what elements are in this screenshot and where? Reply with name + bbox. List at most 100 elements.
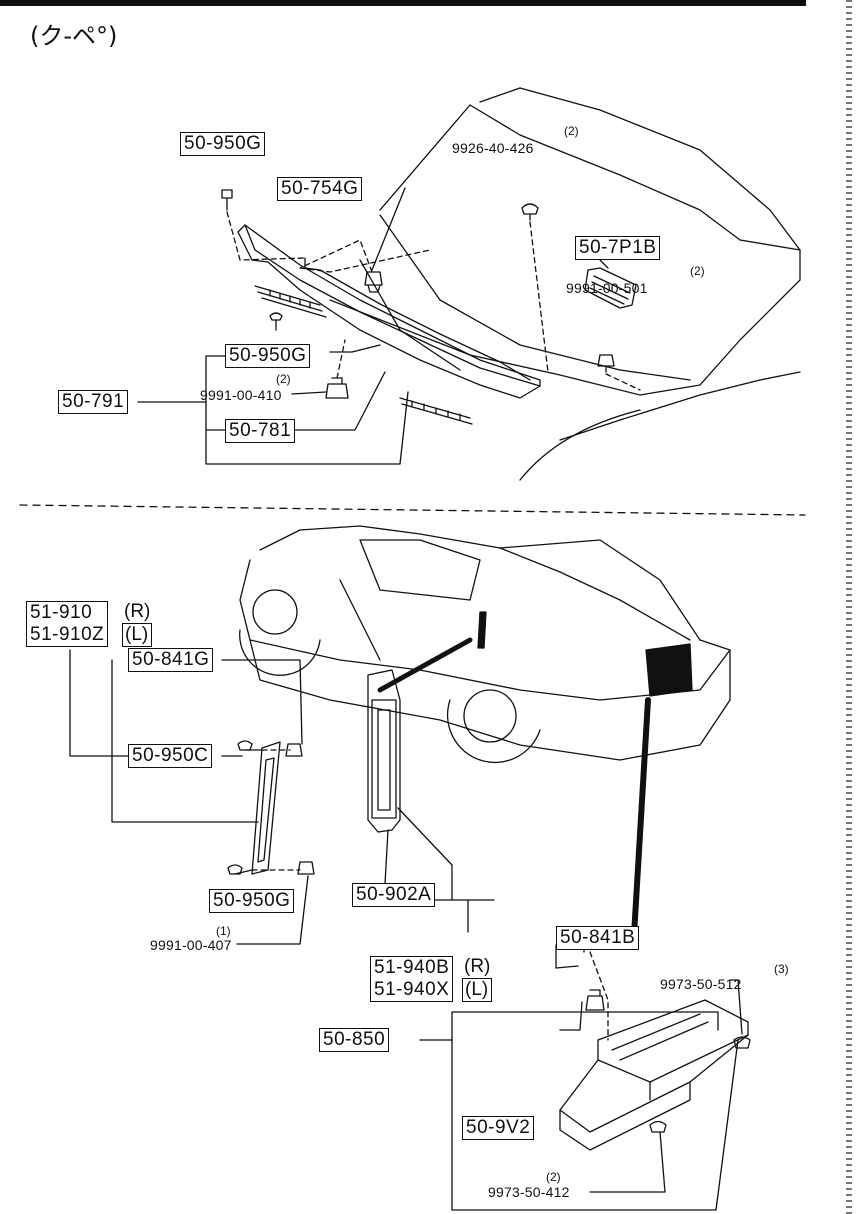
part-label-50-850: 50-850: [319, 1028, 390, 1052]
leader-50-950G-mid: [329, 344, 381, 353]
leader-9973-412: [589, 1131, 666, 1193]
bracket-51-940: [397, 807, 495, 933]
windshield-lower: [329, 279, 801, 396]
cowl-grille-right: [399, 397, 473, 425]
part-number-9991-00-407: 9991-00-407: [150, 937, 232, 953]
clip-50-950G-mid: [269, 312, 283, 331]
page-title: (ク-ペ°): [30, 22, 118, 50]
part-label-50-950G-bottom: 50-950G: [209, 889, 295, 913]
clip-9991-00-407: [297, 861, 315, 875]
qty-9991-00-407: (1): [216, 924, 231, 938]
dash-cowl-top: [299, 249, 431, 273]
leader-50-781: [286, 371, 386, 431]
part-label-50-841G: 50-841G: [128, 648, 214, 672]
clip-50-841G: [285, 743, 303, 757]
cowl-front-lip: [304, 257, 531, 381]
clip-50-754G: [364, 271, 383, 293]
part-50-902A: [367, 669, 401, 833]
dash-50-950G-top: [226, 211, 306, 261]
clip-9926-40-426: [521, 203, 539, 221]
leader-50-902A: [384, 829, 389, 885]
fender-line: [559, 371, 801, 441]
part-label-51-910: 51-910: [30, 602, 93, 623]
car-vent-left-shape: [477, 611, 487, 649]
part-label-51-910-group: 51-910 51-910Z: [26, 601, 109, 647]
nut-50-9V2: [585, 989, 605, 1011]
clip-50-950G-top: [221, 189, 233, 211]
part-label-50-781: 50-781: [225, 419, 296, 443]
car-wheel-rear-hub: [463, 689, 517, 743]
section-divider: [19, 504, 806, 516]
top-border: [0, 0, 806, 6]
fender-arc: [519, 409, 641, 481]
part-50-7P1B: [584, 267, 637, 309]
part-label-50-791: 50-791: [58, 390, 129, 414]
part-label-50-950C: 50-950C: [128, 744, 213, 768]
dash-9926: [529, 221, 549, 373]
screw-50-950C: [237, 740, 263, 751]
screw-50-950G-bottom: [227, 864, 253, 875]
part-label-50-902A: 50-902A: [352, 883, 436, 907]
car-roof: [259, 525, 561, 573]
hood-front: [359, 259, 461, 371]
car-vent-right-shape: [645, 643, 693, 697]
part-number-9973-50-412: 9973-50-412: [488, 1184, 570, 1200]
cowl-left-end: [237, 224, 301, 291]
nut-9991-00-410: [325, 377, 349, 399]
part-label-51-940-group: 51-940B 51-940X: [370, 956, 454, 1002]
part-number-9926-40-426: 9926-40-426: [452, 140, 534, 156]
hood-panel-line: [379, 214, 691, 381]
frame-50-850: [451, 1011, 739, 1211]
car-door-line: [339, 579, 381, 661]
part-number-9973-50-512: 9973-50-512: [660, 976, 742, 992]
cowl-lower: [299, 289, 541, 399]
qty-9991-00-410: (2): [276, 372, 291, 386]
screw-9973-50-412: [649, 1120, 667, 1133]
part-label-51-940X: 51-940X: [374, 979, 450, 1000]
bracket-50-841G: [111, 659, 303, 823]
windshield-side: [739, 239, 801, 281]
car-wheel-front-hub: [252, 589, 298, 635]
qty-9973-50-412: (2): [546, 1170, 561, 1184]
bracket-50-791: [137, 355, 409, 465]
qty-9926-40-426: (2): [564, 124, 579, 138]
hood-outline: [479, 87, 801, 251]
part-label-51-910Z: 51-910Z: [30, 624, 105, 645]
part-label-50-754G: 50-754G: [277, 177, 363, 201]
part-51-910-strip: [251, 741, 281, 875]
windshield-pillar: [379, 104, 471, 211]
part-50-850-bracket: [559, 999, 749, 1151]
leader-9991-410: [291, 391, 327, 395]
windshield-upper: [469, 104, 741, 241]
side-label-51-940: (R) (L): [462, 956, 493, 1002]
qty-9973-50-512: (3): [774, 962, 789, 976]
dash-9991-501: [605, 373, 641, 391]
side-r-51-940B: (R): [462, 956, 493, 979]
side-l-51-940X: (L): [462, 979, 493, 1002]
leader-9991-407: [236, 875, 309, 945]
screw-9973-50-512: [733, 1036, 751, 1049]
side-label-51-910: (R) (L): [122, 601, 153, 647]
part-label-50-950G-mid: 50-950G: [225, 344, 311, 368]
car-body-top: [239, 559, 731, 701]
bracket-51-910: [69, 649, 129, 757]
side-r-51-910: (R): [122, 601, 153, 624]
car-wheel-front: [239, 629, 321, 676]
page-edge: [846, 0, 852, 1214]
part-number-9991-00-501: 9991-00-501: [566, 280, 648, 296]
arrow-left-vent: [377, 637, 473, 693]
leader-9973-512: [729, 979, 743, 1035]
car-side-window: [359, 539, 481, 601]
part-label-50-950G-top: 50-950G: [180, 132, 266, 156]
car-body-lower: [249, 639, 731, 761]
leader-50-9V2: [559, 1001, 583, 1031]
dash-9991-410: [336, 339, 346, 379]
qty-9991-00-501: (2): [690, 264, 705, 278]
part-label-50-9V2: 50-9V2: [462, 1116, 535, 1140]
part-label-51-940B: 51-940B: [374, 957, 450, 978]
nut-9991-00-501: [597, 354, 615, 373]
part-label-50-841B: 50-841B: [556, 926, 640, 950]
leader-50-754G: [371, 187, 406, 271]
car-wheel-rear: [446, 699, 541, 764]
